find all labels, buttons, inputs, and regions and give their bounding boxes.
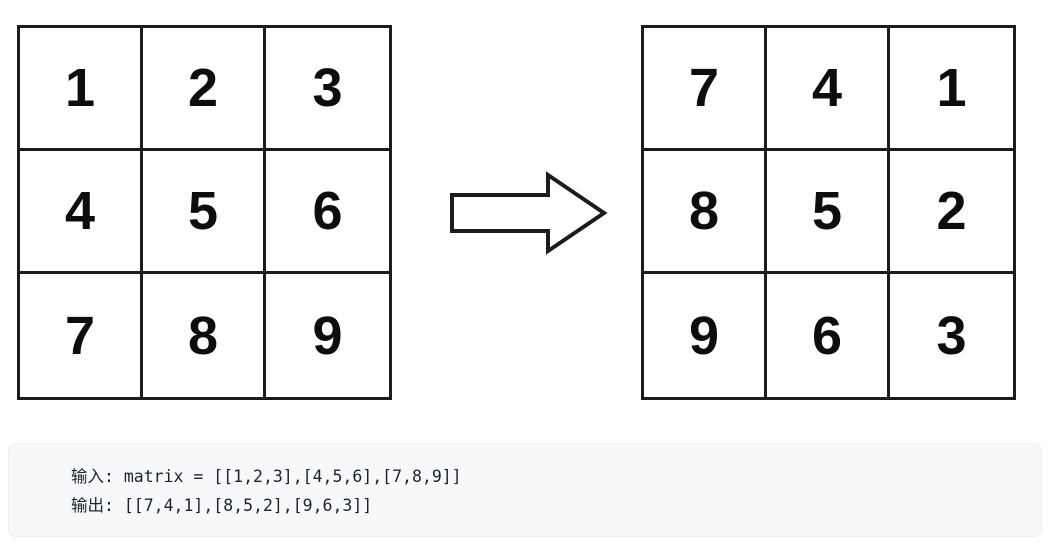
output-cell-r1c0: 8 bbox=[644, 151, 767, 274]
output-cell-r2c2: 3 bbox=[936, 305, 967, 366]
output-cell-r1c1: 5 bbox=[767, 151, 890, 274]
output-cell-r0c0: 7 bbox=[644, 28, 767, 151]
input-cell-r1c0: 4 bbox=[20, 151, 143, 274]
input-cell-r2c0: 7 bbox=[20, 274, 143, 397]
example-code-block: 输入: matrix = [[1,2,3],[4,5,6],[7,8,9]] 输… bbox=[8, 443, 1042, 537]
input-matrix: 1 2 3 4 5 6 7 8 9 bbox=[17, 25, 392, 400]
output-cell-r0c1: 4 bbox=[767, 28, 890, 151]
input-cell-r1c1: 5 bbox=[143, 151, 266, 274]
input-cell-r0c1: 2 bbox=[143, 28, 266, 151]
input-cell-r2c2: 9 bbox=[312, 305, 343, 366]
output-cell-r0c2: 1 bbox=[890, 28, 1013, 151]
input-cell-r2c1: 8 bbox=[143, 274, 266, 397]
input-cell-r0c2: 3 bbox=[266, 28, 389, 151]
matrix-rotation-diagram: 1 2 3 4 5 6 7 8 9 7 4 1 8 5 2 9 6 3 bbox=[17, 25, 1016, 400]
input-cell-r1c2: 6 bbox=[266, 151, 389, 274]
output-matrix: 7 4 1 8 5 2 9 6 3 bbox=[641, 25, 1016, 400]
code-line-input: 输入: matrix = [[1,2,3],[4,5,6],[7,8,9]] bbox=[71, 467, 462, 486]
right-block-arrow-icon bbox=[448, 168, 608, 258]
input-cell-r0c0: 1 bbox=[20, 28, 143, 151]
output-cell-r2c0: 9 bbox=[644, 274, 767, 397]
code-line-output: 输出: [[7,4,1],[8,5,2],[9,6,3]] bbox=[71, 496, 373, 515]
output-cell-r2c1: 6 bbox=[767, 274, 890, 397]
output-cell-r1c2: 2 bbox=[890, 151, 1013, 274]
